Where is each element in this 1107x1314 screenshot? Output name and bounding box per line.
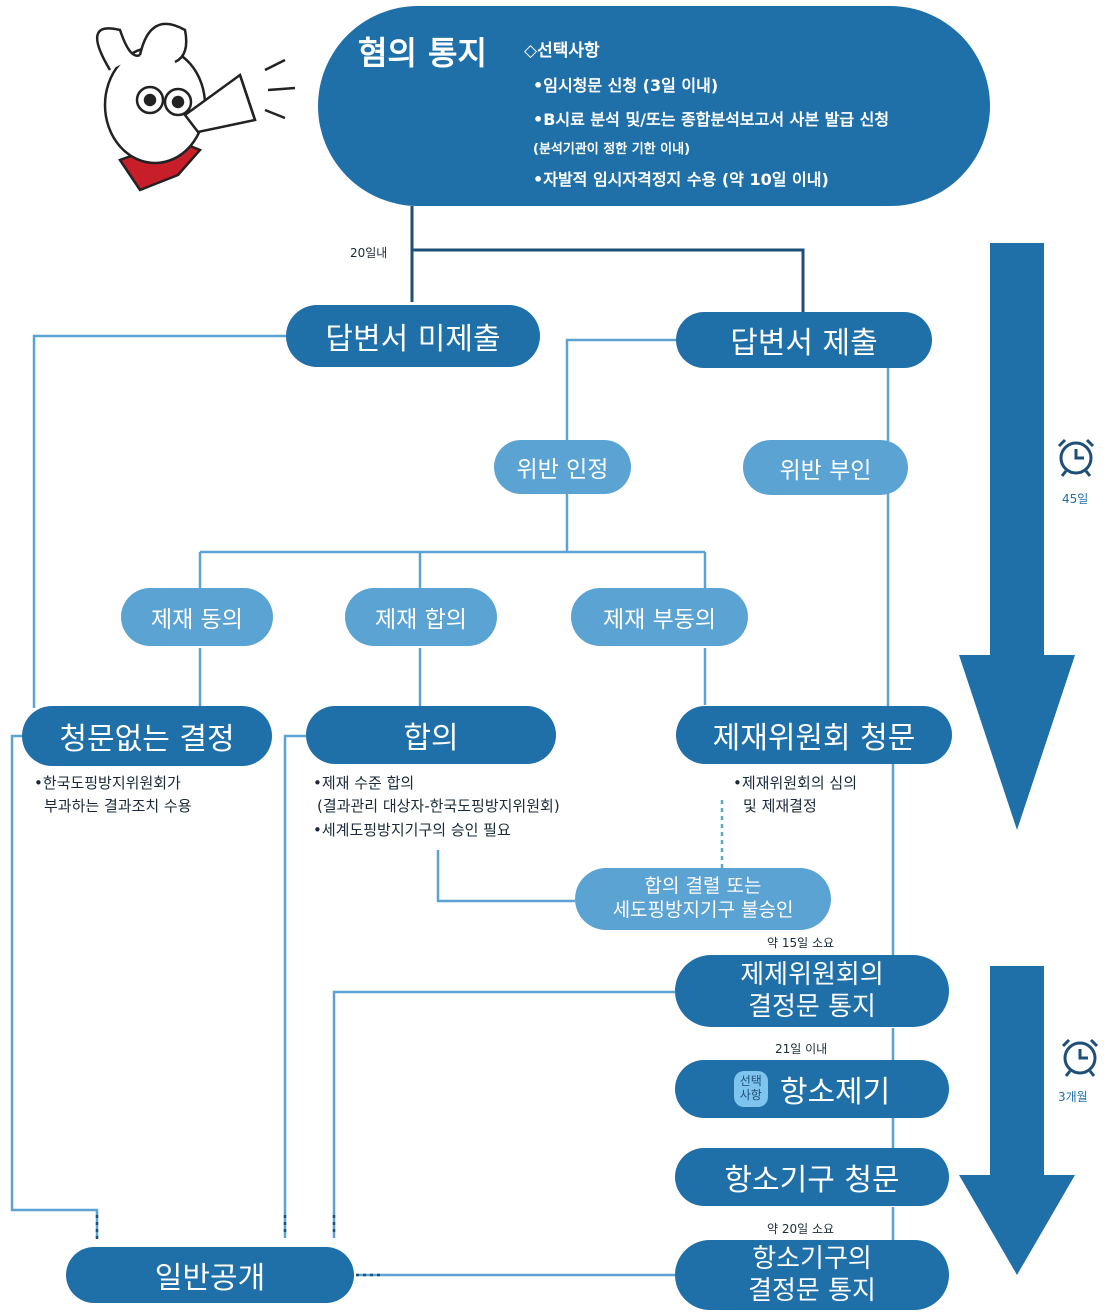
no-response-node: 답변서 미제출 xyxy=(286,305,540,367)
appeal-hearing-node: 항소기구 청문 xyxy=(675,1148,949,1206)
option-item: (분석기관이 정한 기한 이내) xyxy=(533,142,691,157)
optional-badge: 선택 사항 xyxy=(733,1071,768,1107)
option-item: •B시료 분석 및/또는 종합분석보고서 사본 발급 신청 xyxy=(533,110,890,129)
public-disclosure-node: 일반공개 xyxy=(66,1247,354,1303)
note-no-hearing: •한국도핑방지위원회가 부과하는 결과조치 수용 xyxy=(34,774,192,816)
note-committee: •제재위원회의 심의 및 제재결정 xyxy=(733,774,858,816)
response-node: 답변서 제출 xyxy=(676,312,932,368)
timer-label-3months: 3개월 xyxy=(1058,1090,1088,1104)
label-within-21: 21일 이내 xyxy=(775,1042,828,1056)
connector-notice-public xyxy=(332,990,675,1238)
decision-no-hearing-node: 청문없는 결정 xyxy=(22,706,272,766)
sanction-disagree-node: 제재 부동의 xyxy=(571,588,748,646)
admit-node: 위반 인정 xyxy=(494,440,631,494)
option-item: •임시청문 신청 (3일 이내) xyxy=(533,76,719,95)
connector-top xyxy=(410,206,805,312)
sanction-settle-node: 제재 합의 xyxy=(345,588,497,646)
note-agreement: •제재 수준 합의 (결과관리 대상자-한국도핑방지위원회) •세계도핑방지기구… xyxy=(313,774,560,839)
label-within-20: 20일내 xyxy=(350,246,388,260)
timeline-arrow-45days xyxy=(959,243,1075,830)
appeal-node: 선택 사항 항소제기 xyxy=(675,1060,949,1118)
timer-label-45: 45일 xyxy=(1062,492,1089,506)
committee-hearing-node: 제재위원회 청문 xyxy=(676,706,952,764)
connector-decision-public xyxy=(10,734,99,1238)
committee-notice-node: 제제위원회의 결정문 통지 xyxy=(675,955,949,1027)
alarm-clock-icon xyxy=(1057,438,1095,477)
agreement-node: 합의 xyxy=(306,706,556,764)
connector-fail xyxy=(436,850,575,903)
appeal-notice-node: 항소기구의 결정문 통지 xyxy=(675,1240,949,1310)
option-item: •자발적 임시자격정지 수용 (약 10일 이내) xyxy=(533,170,829,189)
agreement-fail-node: 합의 결렬 또는 세도핑방지기구 불승인 xyxy=(575,868,831,930)
notice-box: 혐의 통지 ◇선택사항 •임시청문 신청 (3일 이내) •B시료 분석 및/또… xyxy=(318,6,990,206)
connector-response-admit xyxy=(565,338,676,443)
label-approx-15: 약 15일 소요 xyxy=(767,936,835,950)
connector-admit-branches xyxy=(198,494,707,588)
connector-no-response xyxy=(32,334,286,708)
options-label: ◇선택사항 xyxy=(524,41,600,61)
alarm-clock-icon-2 xyxy=(1061,1038,1099,1077)
label-approx-20: 약 20일 소요 xyxy=(767,1222,835,1236)
notice-title: 혐의 통지 xyxy=(358,34,487,72)
sanction-agree-node: 제재 동의 xyxy=(121,588,273,646)
timeline-arrow-3months xyxy=(959,966,1075,1275)
deny-node: 위반 부인 xyxy=(743,440,908,495)
connector-agreement-public xyxy=(283,734,306,1238)
mascot-megaphone-illustration xyxy=(95,22,296,192)
